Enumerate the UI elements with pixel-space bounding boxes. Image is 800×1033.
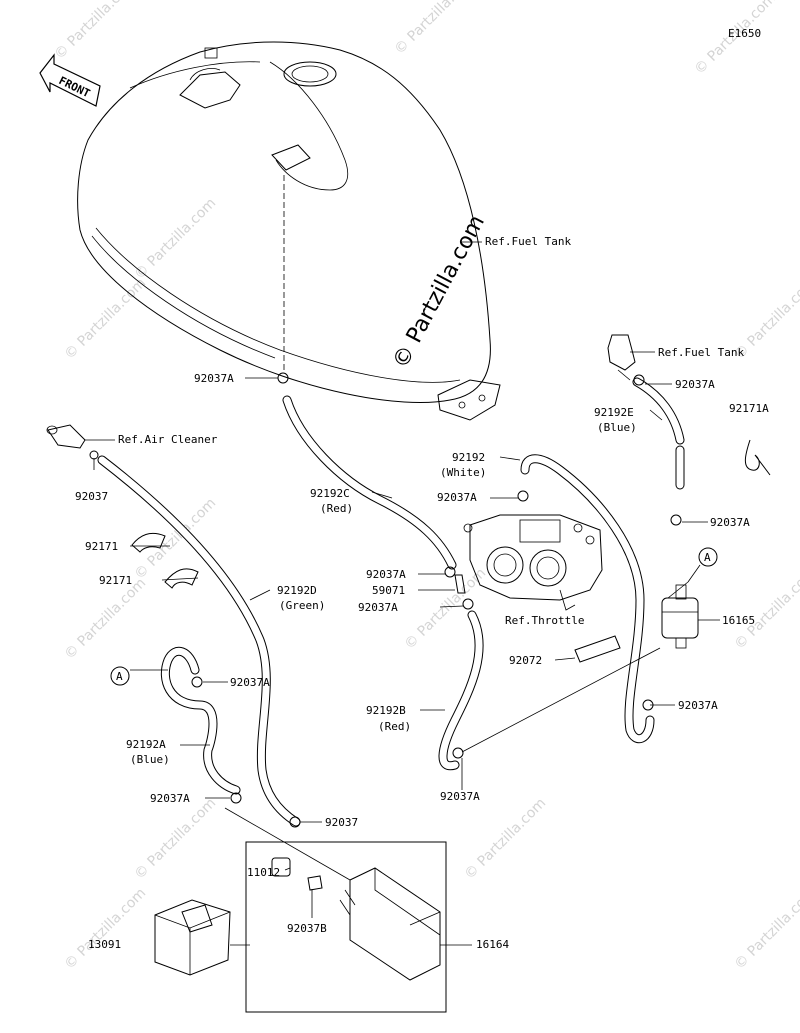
part-number-92037a: 92037A [437,491,477,504]
watermarks: © Partzilla.com © Partzilla.com © Partzi… [52,0,800,973]
ref-throttle-label: Ref.Throttle [505,614,584,627]
ref-air-cleaner-label: Ref.Air Cleaner [118,433,218,446]
part-number-92192a: 92192A [126,738,166,751]
strap-92072 [574,635,621,663]
part-number-92037a: 92037A [194,372,234,385]
part-number-92037a: 92037A [358,601,398,614]
part-number-92037a: 92037A [710,516,750,529]
watermark-text: © Partzilla.com [62,575,150,663]
watermark-text: © Partzilla.com [132,495,220,583]
part-number-92171: 92171 [85,540,118,553]
clamp-92037b [307,875,323,891]
watermark-text: © Partzilla.com [52,0,140,63]
part-number-92192c: 92192C [310,487,350,500]
watermark-text: © Partzilla.com [62,885,150,973]
part-number-92037a: 92037A [366,568,406,581]
ref-a-right-label: A [704,551,711,564]
part-number-11012: 11012 [247,866,280,879]
part-number-92171: 92171 [99,574,132,587]
part-color-92192b: (Red) [378,720,411,733]
ref-a-left: A [110,666,130,686]
part-color-92192e: (Blue) [597,421,637,434]
part-number-13091: 13091 [88,938,121,951]
clip-92171 [131,532,199,589]
watermark-text: © Partzilla.com [732,885,800,973]
air-cleaner-fitting [46,424,99,460]
watermark-text: © Partzilla.com [732,565,800,653]
canister-group-box [245,841,447,1013]
part-number-92037: 92037 [75,490,108,503]
ref-a-right: A [698,547,718,567]
hose-clamps [191,372,682,828]
leader-lines [85,241,720,946]
part-number-92192d: 92192D [277,584,317,597]
part-number-92037a: 92037A [440,790,480,803]
watermark-text: © Partzilla.com [392,0,480,58]
fitting-59071 [454,574,466,594]
fuel-tank [77,41,501,421]
front-arrow-icon: FRONT [39,53,101,107]
part-number-16165: 16165 [722,614,755,627]
canister-16164 [339,867,441,981]
cap-11012 [271,857,291,877]
watermark-text: © Partzilla.com [132,795,220,883]
ref-a-left-label: A [116,670,123,683]
watermark-main: © Partzilla.com [388,211,490,373]
fuel-filter-16165 [661,584,699,649]
watermark-text: © Partzilla.com [462,795,550,883]
fuel-tank-fitting [607,334,636,381]
part-number-92192: 92192 [452,451,485,464]
clip-92171a [744,439,771,476]
watermark-text: © Partzilla.com [132,195,220,283]
part-number-92192b: 92192B [366,704,406,717]
part-number-92037a: 92037A [230,676,270,689]
part-number-92037a: 92037A [675,378,715,391]
ref-fuel-tank-label: Ref.Fuel Tank [485,235,571,248]
part-number-92192e: 92192E [594,406,634,419]
diagram-code: E1650 [728,27,761,40]
watermark-text: © Partzilla.com [62,275,150,363]
part-number-59071: 59071 [372,584,405,597]
part-number-92037: 92037 [325,816,358,829]
part-labels: Ref.Fuel Tank 92037A Ref.Fuel Tank 92037… [75,235,769,951]
part-number-92171a: 92171A [729,402,769,415]
ref-fuel-tank-label: Ref.Fuel Tank [658,346,744,359]
part-number-16164: 16164 [476,938,509,951]
bracket-13091 [154,899,231,976]
part-number-92037a: 92037A [150,792,190,805]
part-number-92037b: 92037B [287,922,327,935]
part-color-92192d: (Green) [279,599,325,612]
part-color-92192a: (Blue) [130,753,170,766]
part-color-92192c: (Red) [320,502,353,515]
throttle-body [463,514,603,611]
hoses [97,377,685,827]
part-number-92037a: 92037A [678,699,718,712]
part-number-92072: 92072 [509,654,542,667]
part-color-92192: (White) [440,466,486,479]
